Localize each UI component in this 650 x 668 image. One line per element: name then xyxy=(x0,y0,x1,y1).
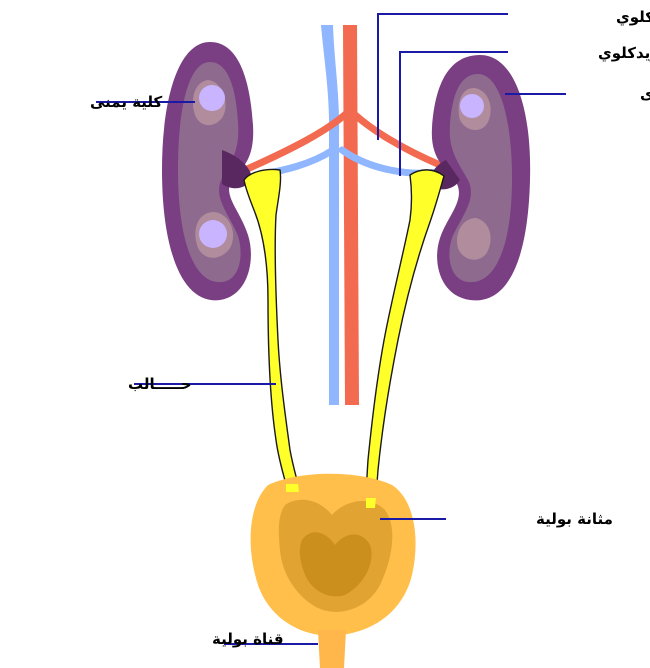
ureters xyxy=(244,169,444,505)
renal-artery-right-branch xyxy=(350,110,440,165)
aorta xyxy=(343,25,359,405)
urethra xyxy=(318,630,346,668)
left-kidney xyxy=(431,55,530,300)
ureter-label: حـــــالب xyxy=(128,375,192,393)
left-ureter xyxy=(366,170,444,505)
urethra-label: قناة بولية xyxy=(212,630,284,648)
urinary-bladder-label: مثانة بولية xyxy=(536,510,613,528)
renal-vein-label: وريدكلوي xyxy=(598,44,650,63)
urinary-bladder xyxy=(251,474,416,636)
right-ureter xyxy=(244,169,298,484)
right-kidney-label: كلية يمنى xyxy=(90,93,163,111)
renal-artery-label: شريان كلوي xyxy=(616,8,650,27)
right-kidney xyxy=(162,42,253,300)
left-kidney-label: كلية يسرى xyxy=(640,85,650,103)
vena-cava xyxy=(321,25,339,405)
